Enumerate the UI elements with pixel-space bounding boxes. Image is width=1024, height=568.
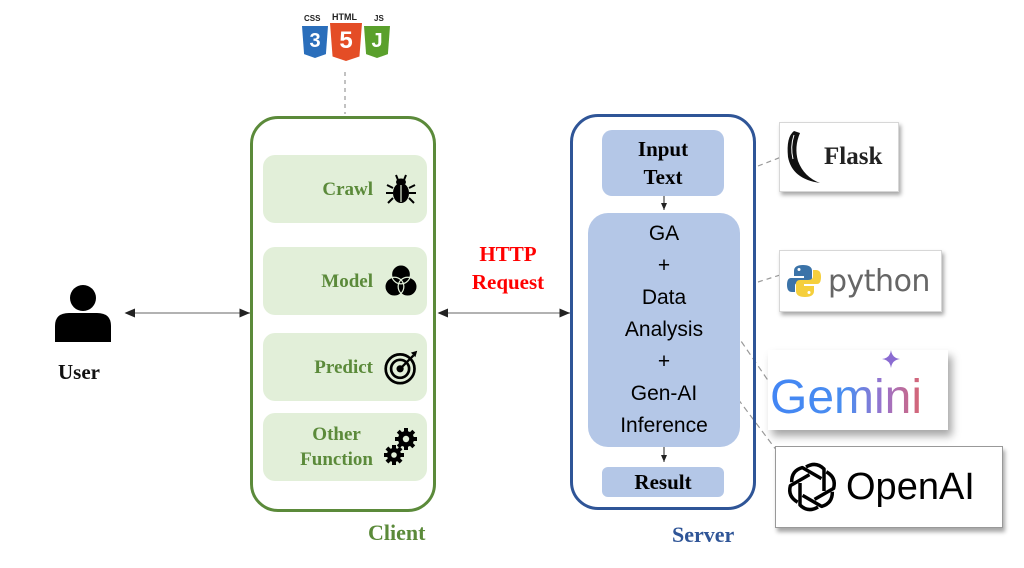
python-snake-icon — [787, 265, 821, 297]
web-tech-logos: CSS HTML JS 3 5 J — [300, 12, 396, 70]
http-line1: HTTP — [479, 242, 537, 266]
process-block[interactable]: GA + Data Analysis + Gen-AI Inference — [588, 213, 740, 447]
server-container: Input Text GA + Data Analysis + Gen-AI I… — [570, 114, 756, 510]
input-line2: Text — [643, 165, 683, 189]
js-icon: J — [364, 26, 390, 58]
gemini-sparkle-icon — [882, 350, 900, 368]
input-line1: Input — [637, 137, 689, 161]
user-icon — [52, 282, 114, 344]
js-label: JS — [374, 14, 384, 23]
gemini-text: Gemini — [770, 370, 923, 424]
flask-text: Flask — [824, 143, 883, 170]
python-logo: python — [779, 250, 942, 312]
openai-logo: OpenAI — [775, 446, 1003, 528]
process-line-genai: Gen-AI — [630, 382, 698, 405]
crawl-label: Crawl — [322, 178, 373, 200]
client-caption: Client — [368, 520, 426, 545]
flask-connector — [757, 155, 785, 167]
predict-label: Predict — [314, 356, 373, 378]
input-text-block[interactable]: Input Text — [602, 130, 724, 196]
openai-knot-icon — [788, 462, 836, 512]
process-line-analysis: Analysis — [624, 318, 704, 341]
venn-model-icon — [383, 263, 419, 299]
client-item-other-function[interactable]: Other Function — [263, 413, 427, 481]
flask-horn-icon — [787, 131, 820, 183]
client-item-predict[interactable]: Predict — [263, 333, 427, 401]
bug-icon — [383, 171, 419, 207]
html-label: HTML — [332, 12, 357, 22]
css3-icon: 3 — [302, 26, 328, 58]
html5-icon: 5 — [330, 23, 362, 61]
result-block[interactable]: Result — [602, 467, 724, 497]
other-function-line1: Other — [312, 424, 361, 445]
http-request-label: HTTP Request — [456, 240, 560, 296]
target-icon — [383, 349, 419, 385]
client-item-crawl[interactable]: Crawl — [263, 155, 427, 223]
user-label: User — [58, 360, 100, 384]
process-line-data: Data — [641, 286, 687, 309]
process-line-ga: GA — [648, 222, 680, 245]
gears-icon — [383, 428, 419, 465]
openai-connector — [719, 374, 781, 456]
process-line-inference: Inference — [620, 414, 708, 437]
openai-text: OpenAI — [846, 465, 975, 508]
client-item-model[interactable]: Model — [263, 247, 427, 315]
http-line2: Request — [471, 270, 545, 294]
server-caption: Server — [672, 522, 735, 547]
gemini-logo: Gemini — [768, 350, 948, 430]
flask-logo: Flask — [779, 122, 899, 192]
other-function-line2: Function — [300, 449, 373, 470]
result-label: Result — [634, 469, 692, 494]
python-text: python — [828, 263, 930, 299]
css-label: CSS — [304, 14, 321, 23]
python-connector — [757, 274, 781, 283]
process-line-plus1: + — [657, 254, 671, 277]
model-label: Model — [321, 270, 373, 292]
other-function-label: Other Function — [300, 422, 373, 472]
client-container: Crawl Model — [250, 116, 436, 512]
process-line-plus2: + — [657, 350, 671, 373]
